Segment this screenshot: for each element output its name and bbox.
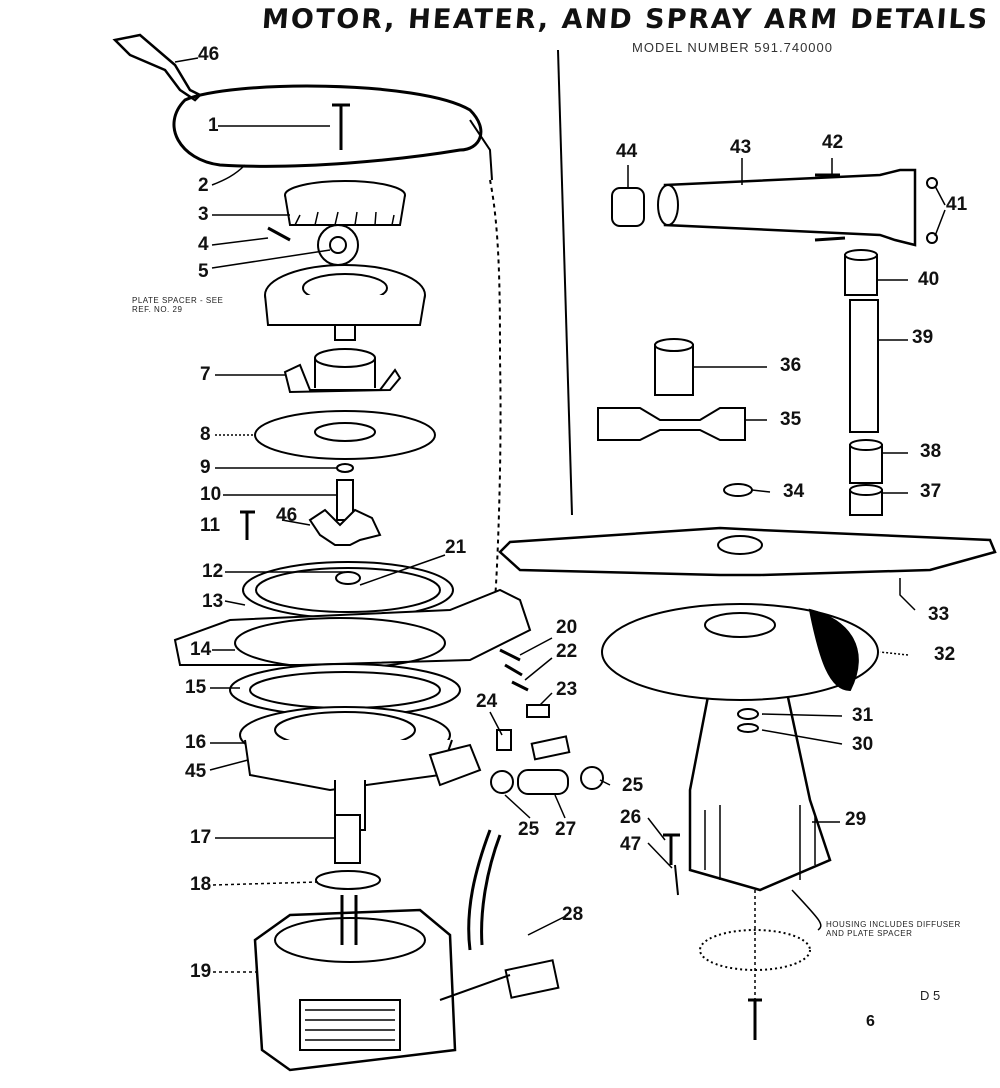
callout-47: 47 [620, 834, 642, 855]
callout-33: 33 [928, 604, 950, 625]
callout-37: 37 [920, 481, 942, 502]
callout-44: 44 [616, 141, 638, 162]
callout-4: 4 [198, 234, 209, 255]
callout-12: 12 [202, 561, 224, 582]
callout-16: 16 [185, 732, 207, 753]
spray-arm-bearing-part [598, 408, 745, 440]
callout-32: 32 [934, 644, 956, 665]
heater-bracket-part [115, 35, 200, 100]
callout-34: 34 [783, 481, 805, 502]
callout-5: 5 [198, 261, 209, 282]
callout-2: 2 [198, 175, 209, 196]
callout-21: 21 [445, 537, 467, 558]
coupling-part [335, 815, 360, 863]
housing-note: HOUSING INCLUDES DIFFUSER AND PLATE SPAC… [826, 920, 961, 938]
callout-41: 41 [946, 194, 968, 215]
check-valve-part [491, 771, 513, 793]
callout-7: 7 [200, 364, 211, 385]
callout-14: 14 [190, 639, 212, 660]
plate-part [255, 411, 435, 459]
callout-43: 43 [730, 137, 752, 158]
plate-spacer-part [175, 590, 530, 665]
callout-24: 24 [476, 691, 498, 712]
callout-42: 42 [822, 132, 844, 153]
heater-element-part [174, 86, 481, 166]
motor-seal-part [316, 871, 380, 889]
callout-19: 19 [190, 961, 212, 982]
gasket-part [243, 562, 453, 618]
callout-18: 18 [190, 874, 212, 895]
page-number: 6 [866, 1013, 875, 1030]
callout-36: 36 [780, 355, 802, 376]
callout-15: 15 [185, 677, 207, 698]
gear-part [318, 225, 358, 265]
callout-27: 27 [555, 819, 577, 840]
callout-38: 38 [920, 441, 942, 462]
callout-26: 26 [620, 807, 642, 828]
callout-28: 28 [562, 904, 584, 925]
callout-35: 35 [780, 409, 802, 430]
screw-part [332, 105, 350, 150]
spray-disc-part [602, 604, 878, 700]
spray-arm-part [500, 528, 995, 575]
callout-3: 3 [198, 204, 209, 225]
cap-part [612, 188, 644, 226]
callout-39: 39 [912, 327, 934, 348]
callout-40: 40 [918, 269, 940, 290]
callout-25-left: 25 [518, 819, 540, 840]
manifold-part [665, 170, 915, 245]
model-number: MODEL NUMBER 591.740000 [632, 40, 833, 55]
page-code: D 5 [920, 988, 941, 1003]
callout-11: 11 [200, 515, 221, 536]
callout-8: 8 [200, 424, 211, 445]
callout-45: 45 [185, 761, 207, 782]
callout-25-right: 25 [622, 775, 644, 796]
callout-29: 29 [845, 809, 867, 830]
callout-46-bracket: 46 [198, 44, 220, 65]
pump-seal-housing-part [285, 365, 400, 392]
extension-tube-part [850, 300, 878, 432]
hose-part [518, 770, 568, 794]
callout-22: 22 [556, 641, 578, 662]
terminal-block-part [506, 960, 559, 997]
callout-9: 9 [200, 457, 211, 478]
callout-30: 30 [852, 734, 874, 755]
callout-23: 23 [556, 679, 578, 700]
callout-1: 1 [208, 115, 219, 136]
callout-46-motor: 46 [276, 505, 298, 526]
callout-20: 20 [556, 617, 578, 638]
plate-spacer-note: PLATE SPACER - SEE REF. NO. 29 [132, 296, 224, 314]
tube-part [655, 345, 693, 395]
callout-31: 31 [852, 705, 874, 726]
callout-13: 13 [202, 591, 224, 612]
callout-17: 17 [190, 827, 212, 848]
callout-10: 10 [200, 484, 222, 505]
